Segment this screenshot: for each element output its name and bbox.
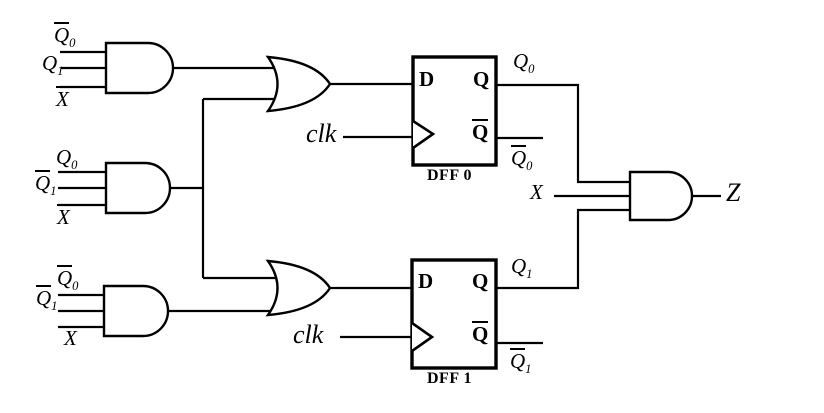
and3-input2-label: Q1 (36, 285, 58, 314)
and1-input2-label: Q1 (42, 51, 64, 79)
dff0-port-q: Q (473, 67, 490, 91)
and-gate-2 (104, 161, 172, 215)
q1-output-label: Q1 (511, 254, 533, 282)
z-output-label: Z (726, 178, 741, 207)
dff1-caption: DFF 1 (427, 370, 473, 387)
dff1-box (410, 258, 498, 370)
dff0-box (411, 55, 498, 167)
clk0-label: clk (306, 119, 337, 148)
and-gate-output (628, 170, 694, 222)
q1bar-output-label: Q1 (510, 348, 532, 377)
dff1-clock-triangle-icon (411, 321, 435, 353)
and1-input3-label: X (56, 86, 69, 111)
dff1-port-d: D (418, 269, 434, 293)
and1-input1-label: Q0 (54, 22, 76, 51)
or-gate-2 (265, 259, 332, 317)
or-gate-1 (265, 55, 332, 113)
q0-output-label: Q0 (513, 49, 535, 77)
and2-input1-label: Q0 (56, 145, 78, 173)
dff0-port-d: D (419, 67, 435, 91)
dff1-port-q: Q (472, 269, 489, 293)
dff0-clock-triangle-icon (412, 119, 436, 150)
and2-input2-label: Q1 (35, 170, 57, 199)
dff0-caption: DFF 0 (427, 167, 473, 184)
and3-input3-label: X (64, 326, 77, 350)
x-input-label: X (530, 180, 543, 204)
dff1-port-qbar: Q (472, 321, 489, 346)
wire-q0-to-and4 (496, 83, 632, 184)
dff0-port-qbar: Q (472, 119, 489, 144)
and3-input1-label: Q0 (57, 265, 79, 294)
and-gate-1 (104, 41, 175, 95)
wire-q1-to-and4 (496, 208, 632, 290)
and2-input3-label: X (57, 204, 70, 229)
q0bar-output-label: Q0 (511, 145, 533, 174)
clk1-label: clk (293, 320, 324, 349)
and-gate-3 (102, 284, 170, 338)
